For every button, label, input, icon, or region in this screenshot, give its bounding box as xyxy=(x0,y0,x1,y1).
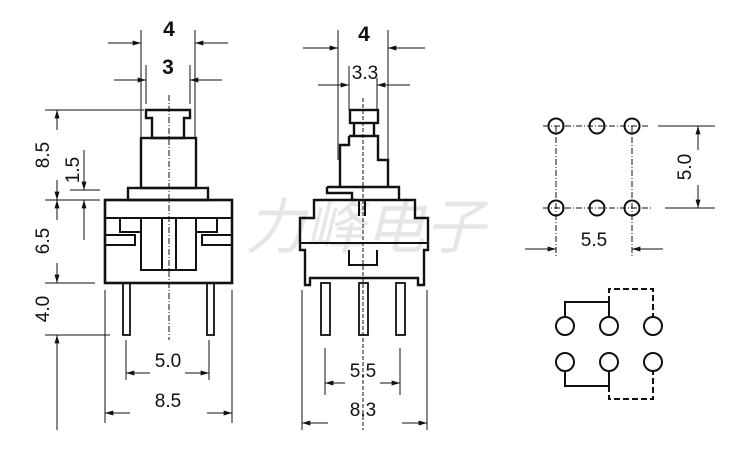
pcb-hole xyxy=(588,117,606,135)
pcb-column-spacing: 5.5 xyxy=(581,230,607,251)
pcb-hole xyxy=(547,199,565,217)
switch-schematic xyxy=(555,288,663,400)
pcb-hole xyxy=(623,117,641,135)
front-pin-spacing: 5.0 xyxy=(155,351,181,372)
front-body-width: 8.5 xyxy=(155,391,181,412)
side-dimensions xyxy=(301,30,428,430)
pcb-hole xyxy=(588,199,606,217)
front-button-inner-width: 3 xyxy=(162,56,174,79)
front-height-total: 8.5 xyxy=(33,142,54,168)
side-pin-spacing: 5.5 xyxy=(350,361,376,382)
front-button-outer-width: 4 xyxy=(163,18,175,41)
watermark: 力峰电子 xyxy=(245,193,489,263)
pcb-hole xyxy=(547,117,565,135)
side-button-outer-width: 4 xyxy=(358,23,370,46)
pcb-row-spacing: 5.0 xyxy=(675,154,696,180)
side-view xyxy=(298,98,430,430)
pcb-hole-layout xyxy=(525,117,715,258)
front-collar-height: 1.5 xyxy=(63,157,84,183)
front-view xyxy=(103,95,234,340)
side-body-width: 8.3 xyxy=(350,400,376,421)
front-dimensions xyxy=(45,30,233,430)
front-body-height: 6.5 xyxy=(33,228,54,254)
front-pin-length: 4.0 xyxy=(33,296,54,322)
pcb-hole xyxy=(623,199,641,217)
side-button-inner-width: 3.3 xyxy=(352,63,378,84)
